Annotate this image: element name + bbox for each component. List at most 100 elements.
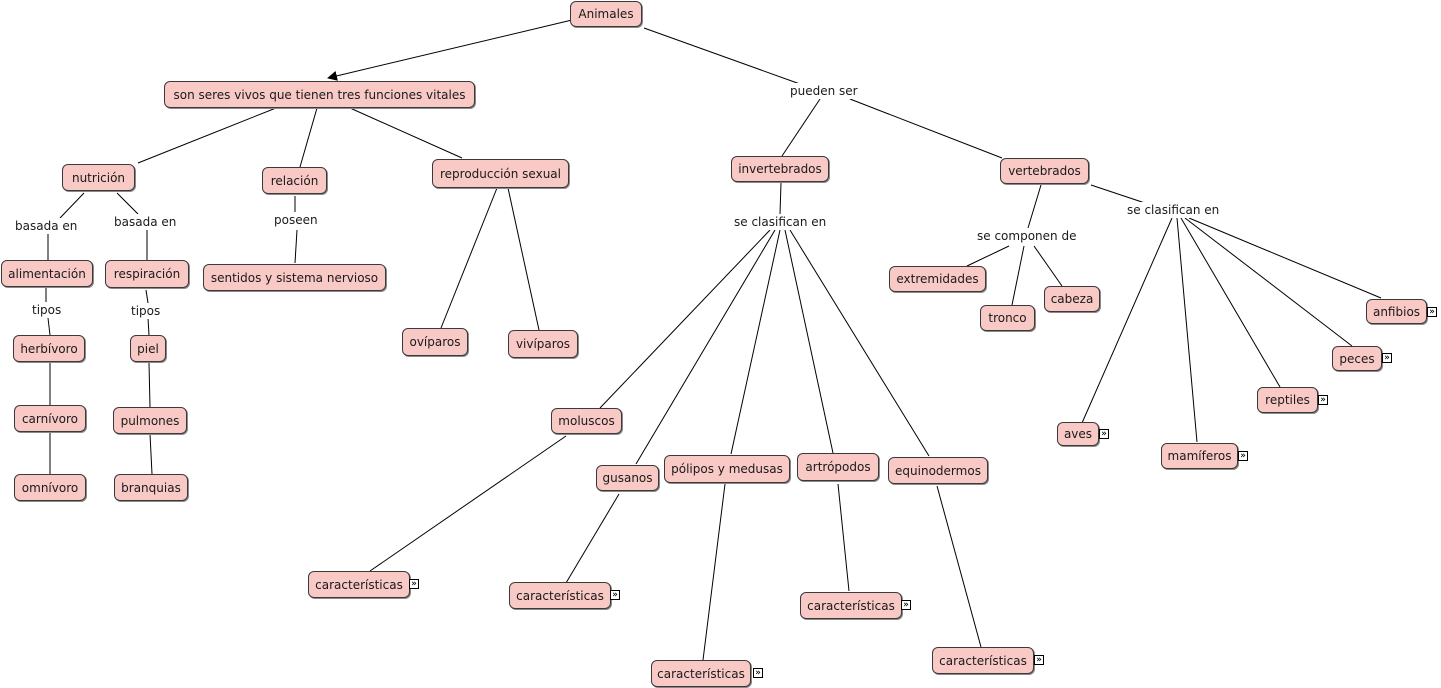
node-mamiferos[interactable]: mamíferos (1161, 443, 1238, 469)
link-clasifican2-anfibios (1188, 217, 1382, 299)
link-artropodos-caract (837, 483, 850, 592)
node-animales[interactable]: Animales (570, 1, 642, 27)
node-label: características (657, 666, 745, 681)
node-caract-equinodermos[interactable]: características (932, 647, 1034, 674)
link-gusanos-caract (565, 493, 620, 584)
node-aves[interactable]: aves (1057, 422, 1099, 446)
node-label: peces (1339, 351, 1375, 366)
node-oviparos[interactable]: ovíparos (402, 328, 468, 356)
link-animales-funciones (327, 19, 573, 81)
node-caract-artropodos[interactable]: características (800, 592, 902, 619)
link-vertebrados-clasifican2 (1090, 184, 1149, 205)
node-label: pólipos y medusas (671, 462, 783, 476)
link-polipos-caract (702, 483, 726, 661)
node-moluscos[interactable]: moluscos (551, 408, 622, 434)
node-label: mamíferos (1167, 449, 1232, 463)
node-label: gusanos (602, 471, 653, 485)
node-branquias[interactable]: branquias (114, 474, 188, 501)
link-pueden-ser-invertebrados (781, 98, 821, 157)
node-alimentacion[interactable]: alimentación (1, 260, 93, 287)
link-tipos1-herbivoro (47, 317, 51, 336)
node-gusanos[interactable]: gusanos (596, 465, 659, 491)
node-label: características (807, 598, 895, 613)
node-label: invertebrados (738, 162, 822, 176)
node-reproduccion[interactable]: reproducción sexual (432, 159, 569, 188)
node-label: características (315, 577, 403, 592)
link-funciones-nutricion (137, 107, 277, 164)
node-label: son seres vivos que tienen tres funcione… (173, 87, 466, 102)
label-basada-en-1: basada en (14, 218, 79, 234)
node-label: ovíparos (409, 335, 461, 349)
node-equinodermos[interactable]: equinodermos (888, 457, 988, 484)
node-peces[interactable]: peces (1332, 346, 1382, 371)
node-reptiles[interactable]: reptiles (1257, 387, 1318, 413)
link-componen-tronco (1011, 245, 1025, 306)
expand-icon[interactable]: » (1238, 451, 1248, 461)
node-label: carnívoro (21, 411, 79, 426)
node-label: nutrición (71, 170, 126, 185)
link-reproduccion-viviparos (507, 187, 540, 331)
expand-icon[interactable]: » (1318, 395, 1328, 405)
link-clasifican1-gusanos (635, 229, 776, 465)
node-label: cabeza (1050, 292, 1094, 306)
link-clasifican1-polipos (730, 229, 781, 455)
node-tronco[interactable]: tronco (980, 305, 1035, 331)
node-carnivoro[interactable]: carnívoro (14, 405, 86, 432)
node-pulmones[interactable]: pulmones (113, 407, 187, 434)
label-pueden-ser: pueden ser (789, 83, 859, 99)
node-polipos[interactable]: pólipos y medusas (664, 455, 790, 483)
node-label: tronco (988, 311, 1027, 325)
node-vertebrados[interactable]: vertebrados (1000, 158, 1089, 184)
expand-icon[interactable]: » (901, 600, 911, 610)
node-invertebrados[interactable]: invertebrados (731, 156, 829, 182)
node-funciones[interactable]: son seres vivos que tienen tres funcione… (164, 81, 475, 108)
node-extremidades[interactable]: extremidades (889, 266, 986, 292)
node-label: piel (137, 341, 159, 356)
node-caract-polipos[interactable]: características (651, 660, 751, 687)
expand-icon[interactable]: » (753, 668, 763, 678)
node-label: reptiles (1265, 393, 1310, 407)
link-respiracion-tipos2 (145, 289, 149, 304)
link-invertebrados-clasifican (779, 182, 782, 215)
link-nutricion-basada2 (116, 192, 139, 215)
expand-icon[interactable]: » (1427, 307, 1437, 317)
link-vertebrados-componen (1027, 184, 1042, 229)
node-respiracion[interactable]: respiración (105, 260, 189, 288)
expand-icon[interactable]: » (1034, 655, 1044, 665)
node-relacion[interactable]: relación (262, 167, 327, 194)
node-label: pulmones (120, 413, 180, 428)
node-label: aves (1063, 427, 1093, 441)
node-artropodos[interactable]: artrópodos (797, 453, 879, 481)
node-caract-gusanos[interactable]: características (509, 582, 611, 609)
node-piel[interactable]: piel (130, 335, 166, 362)
link-funciones-relacion (299, 107, 318, 168)
label-se-clasifican-en-2: se clasifican en (1126, 202, 1221, 218)
node-label: branquias (121, 480, 181, 495)
node-label: respiración (113, 267, 181, 281)
label-se-clasifican-en-1: se clasifican en (733, 214, 828, 230)
expand-icon[interactable]: » (409, 579, 419, 589)
node-cabeza[interactable]: cabeza (1044, 286, 1100, 312)
expand-icon[interactable]: » (1382, 353, 1392, 363)
label-poseen: poseen (273, 212, 319, 228)
link-clasifican2-reptiles (1180, 217, 1281, 388)
node-nutricion[interactable]: nutrición (62, 164, 135, 191)
link-funciones-reproduccion (349, 107, 463, 159)
expand-icon[interactable]: » (1099, 429, 1109, 439)
label-basada-en-2: basada en (113, 214, 178, 230)
node-sentidos[interactable]: sentidos y sistema nervioso (203, 264, 386, 291)
node-omnivoro[interactable]: omnívoro (14, 474, 86, 501)
expand-icon[interactable]: » (610, 590, 620, 600)
node-label: vivíparos (515, 337, 571, 351)
node-caract-moluscos[interactable]: características (308, 571, 410, 598)
link-pueden-ser-vertebrados (849, 98, 1003, 159)
node-label: extremidades (896, 272, 979, 286)
link-clasifican1-moluscos (599, 229, 771, 409)
link-componen-cabeza (1033, 245, 1063, 287)
node-herbivoro[interactable]: herbívoro (13, 335, 85, 362)
node-label: artrópodos (805, 460, 871, 474)
node-viviparos[interactable]: vivíparos (508, 330, 578, 358)
node-label: alimentación (8, 266, 86, 281)
node-anfibios[interactable]: anfibios (1366, 299, 1427, 324)
